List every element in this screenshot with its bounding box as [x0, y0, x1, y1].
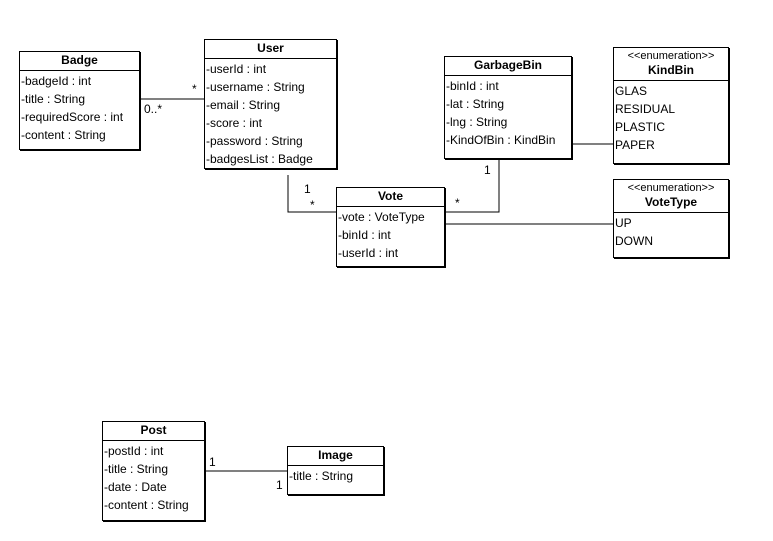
class-attributes: -userId : int -username : String -email … [205, 59, 336, 171]
attribute: -title : String [21, 92, 86, 106]
attribute: -username : String [206, 80, 305, 94]
attribute: -vote : VoteType [338, 210, 425, 224]
enum-literals: UP DOWN [614, 213, 728, 253]
class-name: Post [140, 423, 167, 437]
multiplicity-user-vote-vote-end: * [310, 198, 315, 212]
attribute: -badgeId : int [21, 74, 92, 88]
attribute: -email : String [206, 98, 281, 112]
class-attributes: -vote : VoteType -binId : int -userId : … [337, 207, 444, 265]
attribute: -lat : String [446, 97, 505, 111]
class-header: Vote [337, 188, 444, 207]
class-garbagebin[interactable]: GarbageBin -binId : int -lat : String -l… [444, 56, 572, 159]
attribute: -content : String [104, 498, 189, 512]
class-name: Badge [61, 53, 98, 67]
enum-literal: UP [615, 216, 632, 230]
garbagebin-vote-association [445, 159, 500, 213]
class-image[interactable]: Image -title : String [287, 446, 384, 495]
class-name: KindBin [648, 63, 694, 77]
attribute: -requiredScore : int [21, 110, 124, 124]
attribute: -binId : int [446, 79, 499, 93]
enum-votetype[interactable]: <<enumeration>> VoteType UP DOWN [613, 179, 729, 258]
class-user[interactable]: User -userId : int -username : String -e… [204, 39, 337, 169]
class-attributes: -postId : int -title : String -date : Da… [103, 441, 204, 517]
class-header: GarbageBin [445, 57, 571, 76]
enum-literal: DOWN [615, 234, 653, 248]
class-attributes: -badgeId : int -title : String -required… [20, 71, 139, 147]
class-name: Image [318, 448, 353, 462]
class-header: Badge [20, 52, 139, 71]
attribute: -content : String [21, 128, 106, 142]
attribute: -postId : int [104, 444, 164, 458]
multiplicity-image-end: 1 [276, 478, 283, 492]
attribute: -userId : int [206, 62, 267, 76]
user-vote-association [287, 175, 336, 213]
class-name: User [257, 41, 284, 55]
enum-kindbin[interactable]: <<enumeration>> KindBin GLAS RESIDUAL PL… [613, 47, 729, 164]
attribute: -KindOfBin : KindBin [446, 133, 556, 147]
class-attributes: -title : String [288, 466, 383, 488]
stereotype-label: <<enumeration>> [627, 50, 715, 62]
class-name: GarbageBin [473, 58, 542, 72]
class-name: VoteType [644, 195, 698, 209]
multiplicity-user-vote-user-end: 1 [304, 182, 311, 196]
class-attributes: -binId : int -lat : String -lng : String… [445, 76, 571, 152]
attribute: -userId : int [338, 246, 399, 260]
class-badge[interactable]: Badge -badgeId : int -title : String -re… [19, 51, 140, 150]
stereotype-label: <<enumeration>> [627, 182, 715, 194]
enum-literal: RESIDUAL [615, 102, 676, 116]
attribute: -title : String [289, 469, 354, 483]
class-header: User [205, 40, 336, 59]
multiplicity-badge-end: 0..* [144, 102, 163, 116]
class-header: <<enumeration>> KindBin [614, 48, 728, 81]
multiplicity-user-end: * [192, 82, 197, 96]
class-header: Image [288, 447, 383, 466]
enum-literals: GLAS RESIDUAL PLASTIC PAPER [614, 81, 728, 157]
attribute: -date : Date [104, 480, 167, 494]
attribute: -score : int [206, 116, 263, 130]
enum-literal: PAPER [615, 138, 655, 152]
attribute: -title : String [104, 462, 169, 476]
attribute: -binId : int [338, 228, 391, 242]
multiplicity-post-end: 1 [209, 455, 216, 469]
class-header: <<enumeration>> VoteType [614, 180, 728, 213]
enum-literal: GLAS [615, 84, 648, 98]
class-header: Post [103, 422, 204, 441]
class-post[interactable]: Post -postId : int -title : String -date… [102, 421, 205, 521]
attribute: -badgesList : Badge [206, 152, 313, 166]
attribute: -lng : String [446, 115, 508, 129]
multiplicity-garbagebin-end: 1 [484, 163, 491, 177]
attribute: -password : String [206, 134, 303, 148]
class-name: Vote [377, 189, 404, 203]
enum-literal: PLASTIC [615, 120, 666, 134]
class-vote[interactable]: Vote -vote : VoteType -binId : int -user… [336, 187, 445, 267]
multiplicity-garbagebin-vote-vote-end: * [455, 196, 460, 210]
